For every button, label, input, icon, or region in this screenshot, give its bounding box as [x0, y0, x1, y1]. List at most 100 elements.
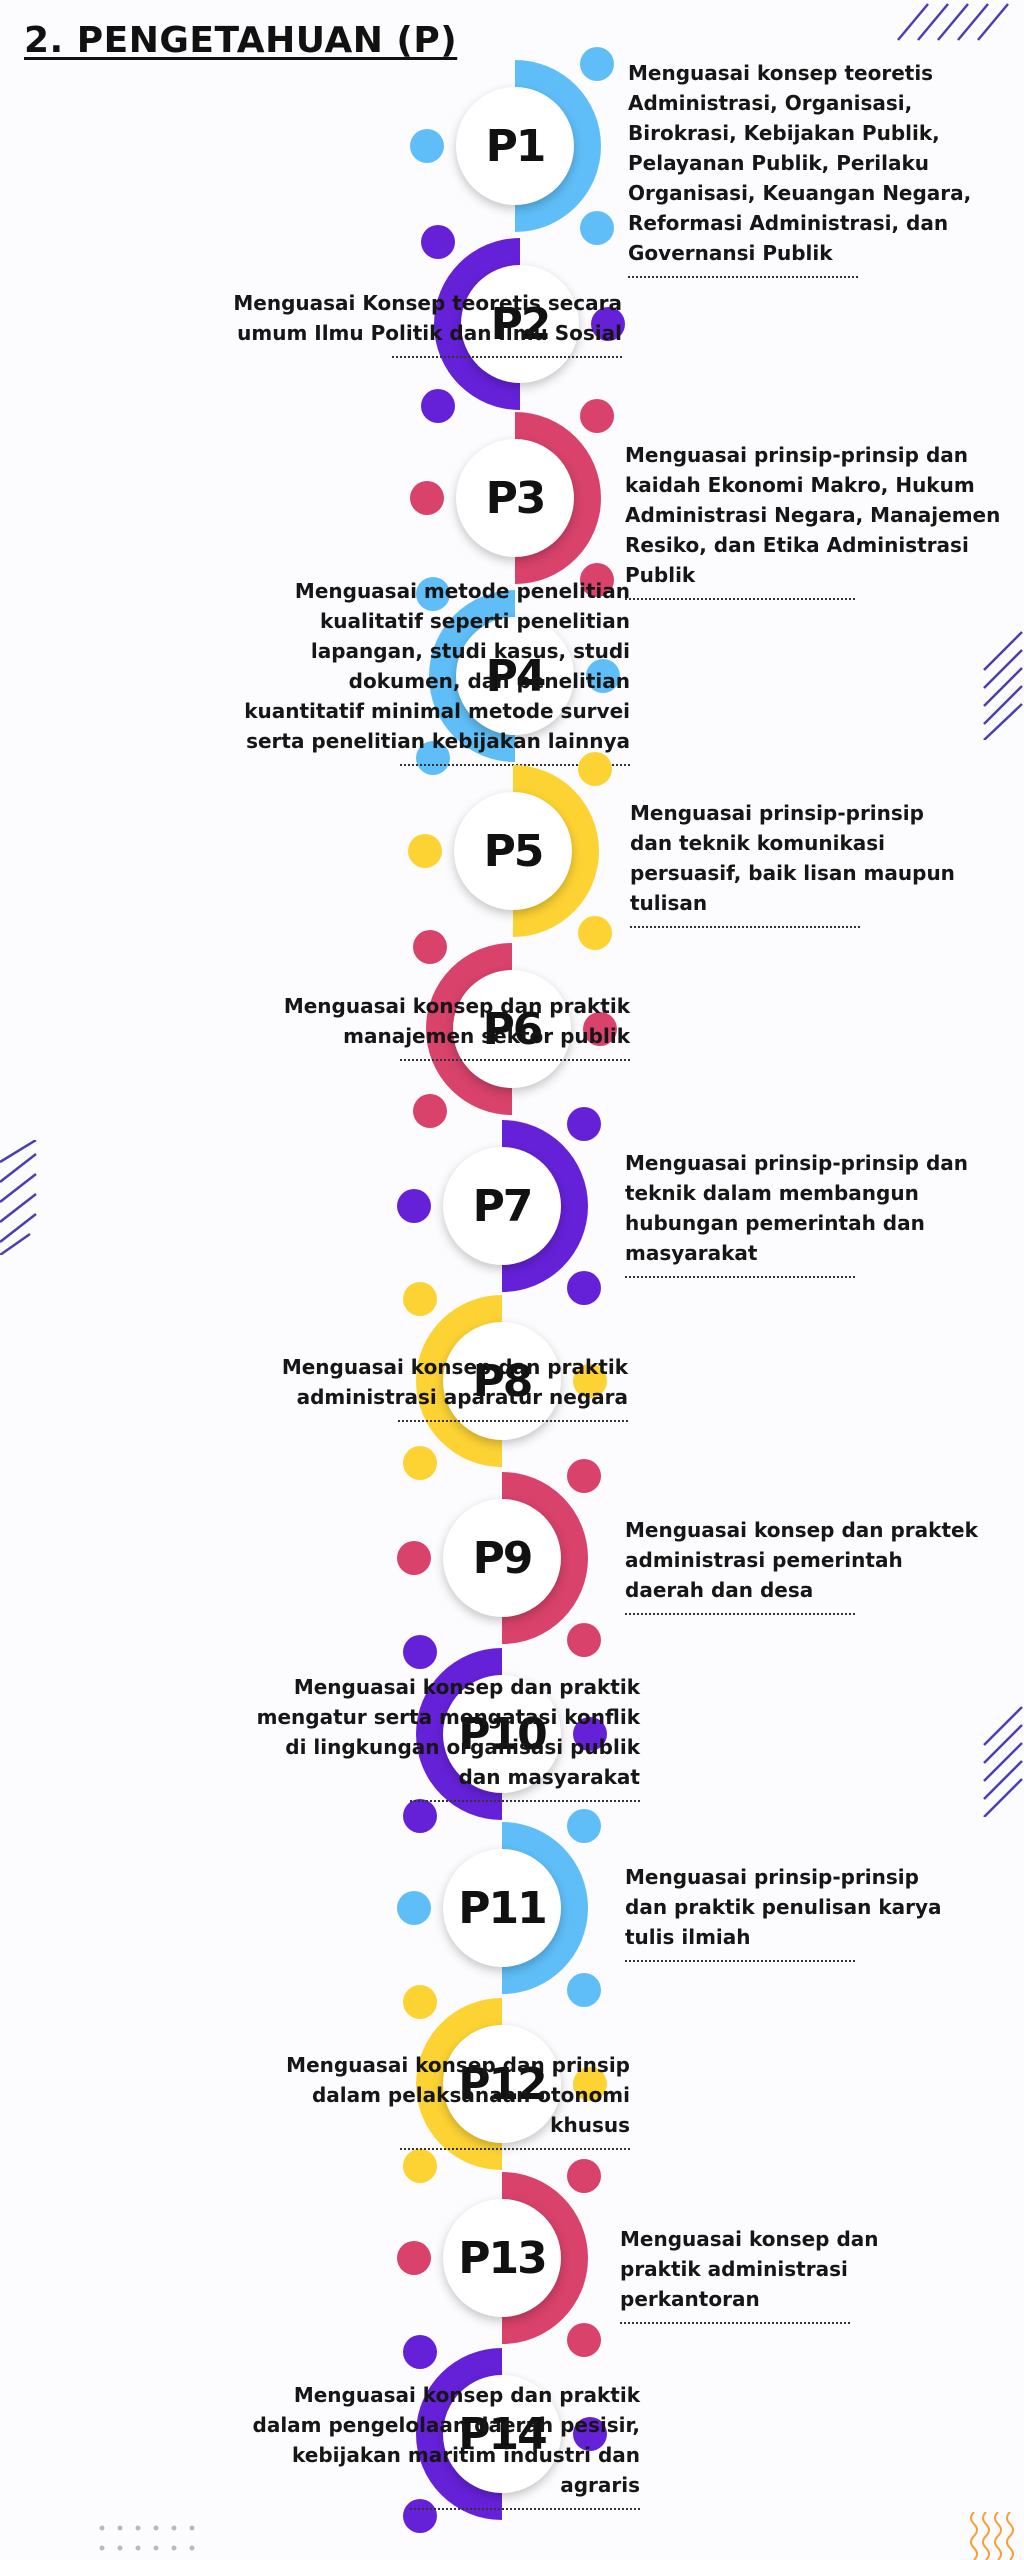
label-circle: P4 [456, 617, 574, 735]
timeline-node: P14 [402, 2335, 607, 2533]
accent-dot [567, 1809, 601, 1843]
timeline-node: P5 [408, 752, 613, 950]
accent-dot [397, 1541, 431, 1575]
item-label: P3 [485, 472, 547, 524]
accent-dot [580, 563, 614, 597]
item-label: P11 [458, 1882, 547, 1934]
timeline-node: P2 [420, 225, 625, 423]
knowledge-item-p11: P11 Menguasai prinsip-prinsip dan praktik… [0, 1809, 1024, 2007]
label-circle: P11 [443, 1849, 561, 1967]
accent-dot [573, 1717, 607, 1751]
accent-dot [567, 2159, 601, 2193]
label-circle: P7 [443, 1147, 561, 1265]
label-circle: P2 [461, 265, 579, 383]
timeline-node: P7 [397, 1107, 602, 1305]
accent-dot [586, 659, 620, 693]
item-description: Menguasai prinsip-prinsip dan praktik pe… [625, 1865, 942, 1949]
page-title: 2. PENGETAHUAN (P) [24, 20, 458, 61]
label-circle: P1 [456, 87, 574, 205]
zigzag-decoration-bottom-right [970, 2512, 1014, 2560]
dotted-underline [620, 2322, 850, 2324]
accent-dot [410, 129, 444, 163]
item-label: P14 [458, 2408, 547, 2460]
item-description: Menguasai konsep dan praktik administras… [281, 1355, 628, 1409]
accent-dot [403, 1799, 437, 1833]
label-circle: P10 [443, 1675, 561, 1793]
item-description: Menguasai konsep dan praktik administras… [620, 2227, 879, 2311]
item-label: P12 [458, 2058, 547, 2110]
item-description: Menguasai konsep dan praktik dalam penge… [252, 2383, 640, 2497]
item-description-block: Menguasai prinsip-prinsip dan teknik kom… [630, 798, 960, 928]
dotted-underline [400, 764, 630, 766]
label-circle: P14 [443, 2375, 561, 2493]
item-description: Menguasai Konsep teoretis secara umum Il… [233, 291, 622, 345]
label-circle: P5 [454, 792, 572, 910]
stripes-decoration-right-lower [983, 1706, 1023, 1817]
label-circle: P9 [443, 1499, 561, 1617]
accent-dot [403, 2149, 437, 2183]
accent-dot [403, 1446, 437, 1480]
accent-dot [416, 741, 450, 775]
accent-dot [573, 1364, 607, 1398]
item-description-block: Menguasai Konsep teoretis secara umum Il… [222, 288, 622, 358]
accent-dot [403, 1985, 437, 2019]
item-label: P4 [485, 650, 547, 702]
item-description-block: Menguasai konsep teoretis Administrasi, … [628, 58, 1008, 278]
accent-dot [397, 2241, 431, 2275]
knowledge-item-p3: P3 Menguasai prinsip-prinsip dan kaidah E… [0, 399, 1024, 600]
item-label: P7 [472, 1180, 534, 1232]
item-description: Menguasai konsep dan praktik manajemen s… [283, 994, 630, 1048]
label-circle: P12 [443, 2025, 561, 2143]
timeline-node: P3 [410, 399, 615, 597]
accent-dot [416, 577, 450, 611]
item-label: P13 [458, 2232, 547, 2284]
knowledge-item-p1: P1 Menguasai konsep teoretis Administrasi… [0, 47, 1024, 278]
dotted-underline [625, 1276, 855, 1278]
accent-dot [397, 1891, 431, 1925]
item-label: P1 [485, 120, 547, 172]
item-description-block: Menguasai prinsip-prinsip dan teknik dal… [625, 1148, 1015, 1278]
accent-dot [567, 1107, 601, 1141]
accent-dot [403, 1282, 437, 1316]
item-description-block: Menguasai konsep dan praktik dalam penge… [240, 2380, 640, 2510]
accent-dot [591, 307, 625, 341]
dotted-underline [628, 276, 858, 278]
timeline-node: P10 [402, 1635, 607, 1833]
item-label: P10 [458, 1708, 547, 1760]
item-description: Menguasai konsep dan prinsip dalam pelak… [286, 2053, 630, 2137]
knowledge-item-p13: P13 Menguasai konsep dan praktik administ… [0, 2159, 1024, 2357]
accent-dot [567, 1623, 601, 1657]
item-description-block: Menguasai metode penelitian kualitatif s… [230, 576, 630, 766]
label-circle: P6 [453, 970, 571, 1088]
accent-dot [573, 2417, 607, 2451]
dotted-underline [625, 598, 855, 600]
timeline-node: P11 [397, 1809, 602, 2007]
accent-dot [421, 225, 455, 259]
accent-dot [567, 1271, 601, 1305]
dotted-underline [400, 1059, 630, 1061]
accent-dot [421, 389, 455, 423]
accent-dot [580, 399, 614, 433]
label-circle: P13 [443, 2199, 561, 2317]
item-description: Menguasai prinsip-prinsip dan teknik dal… [625, 1151, 968, 1265]
dotted-underline [625, 1613, 855, 1615]
item-label: P8 [472, 1355, 534, 1407]
item-description-block: Menguasai prinsip-prinsip dan praktik pe… [625, 1862, 945, 1962]
item-description: Menguasai prinsip-prinsip dan teknik kom… [630, 801, 955, 915]
dotted-underline [400, 2148, 630, 2150]
dotted-underline [392, 356, 622, 358]
dotted-underline [410, 1800, 640, 1802]
item-label: P5 [483, 825, 545, 877]
dots-decoration-bottom-left [99, 2525, 195, 2551]
item-description: Menguasai prinsip-prinsip dan kaidah Eko… [625, 443, 1001, 587]
accent-dot [573, 2067, 607, 2101]
stripes-decoration-right [983, 631, 1023, 740]
accent-dot [403, 2499, 437, 2533]
accent-dot [413, 1094, 447, 1128]
item-description: Menguasai metode penelitian kualitatif s… [244, 579, 630, 753]
